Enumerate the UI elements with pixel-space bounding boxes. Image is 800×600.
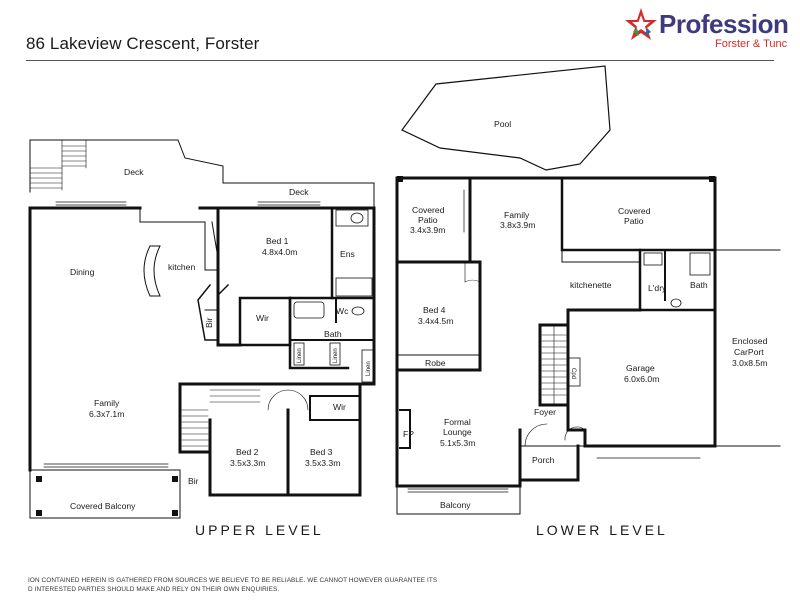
disclaimer-line-1: ION CONTAINED HEREIN IS GATHERED FROM SO… bbox=[28, 577, 438, 584]
profession-logo[interactable]: Profession Forster & Tunc bbox=[623, 6, 789, 54]
lower-family-size-label: 3.8x3.9m bbox=[500, 220, 535, 230]
bed4-name-label: Bed 4 bbox=[423, 305, 446, 315]
porch-label: Porch bbox=[532, 455, 555, 465]
bed1-size-label: 4.8x4.0m bbox=[262, 247, 297, 257]
lower-bath-label: Bath bbox=[690, 280, 708, 290]
upper-bir-label: Bir bbox=[204, 317, 214, 328]
upper-family-size-label: 6.3x7.1m bbox=[89, 409, 124, 419]
bed1-name-label: Bed 1 bbox=[266, 236, 289, 246]
pool-label: Pool bbox=[494, 119, 511, 129]
upper-level-plan bbox=[28, 139, 376, 519]
enclosed-carport-size-label: 3.0x8.5m bbox=[732, 358, 767, 368]
upper-deck-top-label: Deck bbox=[124, 167, 144, 177]
linen-2-label: Linen bbox=[333, 348, 339, 363]
covered-balcony-label: Covered Balcony bbox=[70, 501, 136, 511]
dining-label: Dining bbox=[70, 267, 95, 277]
lower-level-plan bbox=[395, 65, 781, 515]
covered-patio-left-name-label: Covered bbox=[412, 205, 445, 215]
lower-stairs bbox=[541, 324, 567, 406]
formal-lounge-name2-label: Lounge bbox=[443, 427, 472, 437]
kitchenette-label: kitchenette bbox=[570, 280, 612, 290]
covered-patio-right-name2-label: Patio bbox=[624, 216, 644, 226]
enclosed-carport-name2-label: CarPort bbox=[734, 347, 764, 357]
lower-balcony-label: Balcony bbox=[440, 500, 471, 510]
bed4-size-label: 3.4x4.5m bbox=[418, 316, 453, 326]
linen-1-label: Linen bbox=[297, 348, 303, 363]
ensuite-label: Ens bbox=[340, 249, 355, 259]
disclaimer-line-2: D INTERESTED PARTIES SHOULD MAKE AND REL… bbox=[28, 586, 280, 593]
pool-outline bbox=[401, 65, 611, 171]
property-address: 86 Lakeview Crescent, Forster bbox=[26, 34, 260, 53]
fireplace-label: FP bbox=[403, 429, 414, 439]
formal-lounge-size-label: 5.1x5.3m bbox=[440, 438, 475, 448]
foyer-label: Foyer bbox=[534, 407, 556, 417]
lower-family-name-label: Family bbox=[504, 210, 530, 220]
bed1-wir-label: Wir bbox=[256, 313, 269, 323]
linen-3-label: Linen bbox=[366, 361, 372, 376]
upper-family-name-label: Family bbox=[94, 398, 120, 408]
wc-label: Wc bbox=[336, 306, 349, 316]
covered-patio-left-size-label: 3.4x3.9m bbox=[410, 225, 445, 235]
cupboard-label: Cpd bbox=[570, 368, 576, 379]
brand-name: Profession bbox=[659, 9, 789, 39]
garage-name-label: Garage bbox=[626, 363, 655, 373]
bed3-name-label: Bed 3 bbox=[310, 447, 333, 457]
star-logo-icon bbox=[625, 8, 657, 40]
laundry-label: L'dry bbox=[648, 283, 667, 293]
lower-bir-label: Bir bbox=[188, 476, 199, 486]
kitchen-label: kitchen bbox=[168, 262, 195, 272]
robe-label: Robe bbox=[425, 358, 446, 368]
upper-level-label: UPPER LEVEL bbox=[195, 522, 324, 538]
header-divider bbox=[26, 60, 774, 61]
upper-internal-stairs bbox=[181, 389, 261, 447]
enclosed-carport-name-label: Enclosed bbox=[732, 336, 768, 346]
upper-bath-label: Bath bbox=[324, 329, 342, 339]
bed2-name-label: Bed 2 bbox=[236, 447, 259, 457]
formal-lounge-name-label: Formal bbox=[444, 417, 471, 427]
upper-deck-right-label: Deck bbox=[289, 187, 309, 197]
upper-stairs-deck bbox=[29, 139, 87, 191]
bed3-size-label: 3.5x3.3m bbox=[305, 458, 340, 468]
garage-size-label: 6.0x6.0m bbox=[624, 374, 659, 384]
covered-patio-right-name-label: Covered bbox=[618, 206, 651, 216]
lower-level-label: LOWER LEVEL bbox=[536, 522, 668, 538]
bed3-wir-label: Wir bbox=[333, 402, 346, 412]
covered-patio-left-name2-label: Patio bbox=[418, 215, 438, 225]
bed2-size-label: 3.5x3.3m bbox=[230, 458, 265, 468]
brand-subtitle: Forster & Tunc bbox=[715, 38, 788, 50]
